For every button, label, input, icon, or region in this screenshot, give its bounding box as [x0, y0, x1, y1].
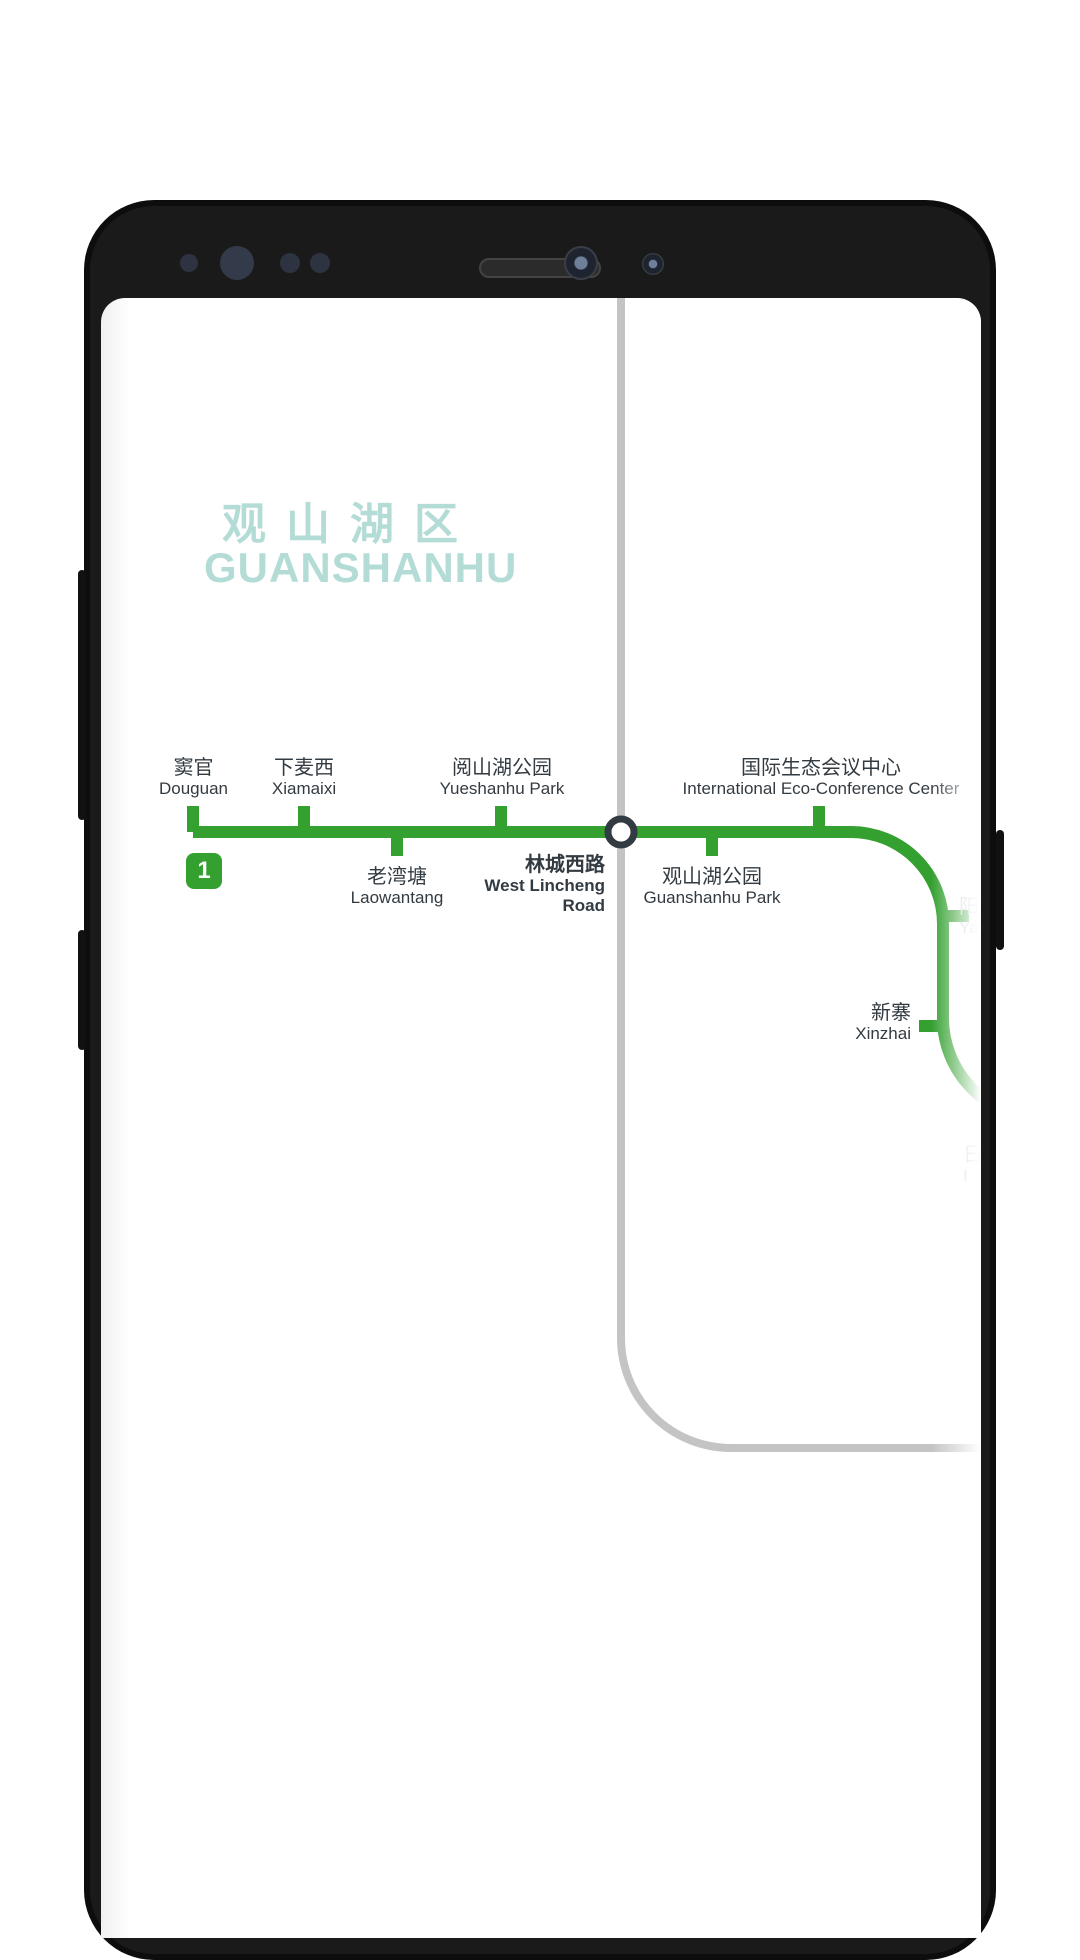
screen: 观山湖区 GUANSHANHU 1 窦官 Douguan 下麦西 Xiamaix…	[101, 298, 981, 1938]
line-1-badge[interactable]: 1	[186, 853, 222, 889]
station-label-en: Douguan	[158, 779, 228, 798]
station-label-en-line1: West Lincheng	[484, 876, 605, 895]
district-name-en: GUANSHANHU	[204, 544, 518, 591]
station-west-lincheng-road[interactable]: 林城西路 West Lincheng Road	[471, 852, 605, 916]
front-camera-secondary-icon	[642, 253, 664, 275]
station-label-en-line2: Road	[562, 896, 606, 915]
station-label-zh: 下麦西	[274, 755, 334, 779]
station-label-zh: 日	[963, 1142, 981, 1166]
station-guanshanhu-park[interactable]: 观山湖公园 Guanshanhu Park	[637, 864, 787, 908]
station-label-en: Guanshanhu Park	[643, 888, 781, 907]
gray-line	[617, 298, 981, 1452]
station-label-zh: 老湾塘	[367, 864, 427, 888]
station-label-en: Yueshanhu Park	[439, 779, 565, 798]
station-label-zh: 阅山湖公园	[452, 755, 552, 779]
station-label-en: I	[963, 1166, 968, 1185]
station-label-zh: 新寨	[871, 1000, 911, 1024]
tick-guanshanhu-park	[706, 832, 718, 856]
power-button[interactable]	[996, 830, 1004, 950]
station-label-en: Xiamaixi	[271, 779, 337, 798]
tick-yueshanhu	[495, 806, 507, 832]
station-partial-lower[interactable]: 日 I	[963, 1142, 981, 1186]
station-label-en: Ya	[959, 918, 979, 937]
station-label-zh: 林城西路	[525, 852, 605, 876]
district-name-zh: 观山湖区	[222, 499, 478, 550]
iris-sensor	[220, 246, 254, 280]
station-laowantang[interactable]: 老湾塘 Laowantang	[347, 864, 447, 908]
screen-edge-left	[101, 298, 131, 1938]
interchange-lincheng	[604, 815, 638, 849]
tick-xiamaixi	[298, 806, 310, 832]
station-douguan[interactable]: 窦官 Douguan	[156, 755, 231, 799]
tick-douguan	[187, 806, 199, 832]
sensor-dot	[310, 253, 330, 273]
front-camera-icon	[564, 246, 598, 280]
volume-button[interactable]	[78, 930, 86, 1050]
station-label-zh: 国际生态会议中心	[741, 755, 901, 779]
station-international-eco-conference-center[interactable]: 国际生态会议中心 International Eco-Conference Ce…	[671, 755, 971, 799]
tick-eco-center	[813, 806, 825, 832]
station-xiamaixi[interactable]: 下麦西 Xiamaixi	[261, 755, 347, 799]
station-label-zh: 阳	[959, 894, 979, 918]
station-label-zh: 窦官	[173, 755, 214, 779]
station-label-en: Xinzhai	[855, 1024, 911, 1043]
station-xinzhai[interactable]: 新寨 Xinzhai	[831, 1000, 911, 1044]
station-label-en: International Eco-Conference Center	[682, 779, 960, 798]
station-yang-partial[interactable]: 阳 Ya	[959, 894, 981, 938]
metro-map[interactable]: 观山湖区 GUANSHANHU 1 窦官 Douguan 下麦西 Xiamaix…	[101, 298, 981, 1938]
tick-xinzhai	[919, 1020, 945, 1032]
bixby-button[interactable]	[78, 570, 86, 820]
station-label-zh: 观山湖公园	[662, 864, 762, 888]
station-label-en: Laowantang	[350, 888, 444, 907]
station-yueshanhu-park[interactable]: 阅山湖公园 Yueshanhu Park	[437, 755, 567, 799]
tick-laowantang	[391, 832, 403, 856]
light-sensor	[280, 253, 300, 273]
proximity-sensor	[180, 254, 198, 272]
